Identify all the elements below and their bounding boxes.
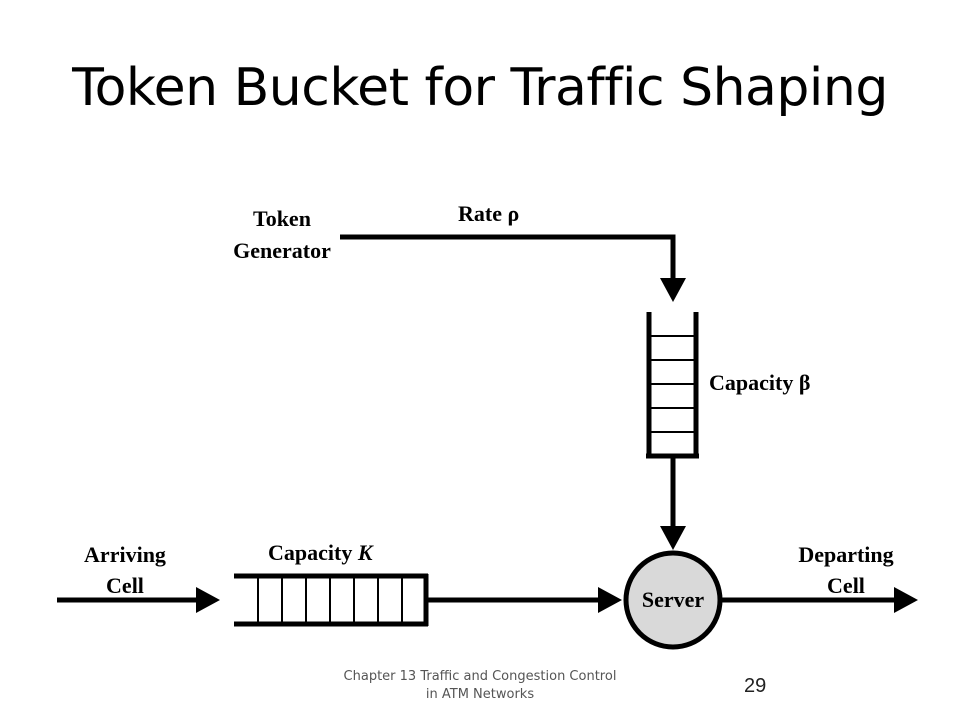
token-bucket <box>646 312 699 459</box>
queue-capacity-label: Capacity K <box>268 540 374 565</box>
token-flow-arrowhead <box>660 278 686 302</box>
slide-title: Token Bucket for Traffic Shaping <box>72 58 888 118</box>
token-generator-label-line2: Generator <box>233 238 331 263</box>
bucket-capacity-label: Capacity β <box>709 370 810 395</box>
queue-capacity-symbol: K <box>357 540 374 565</box>
token-flow-line <box>340 234 676 280</box>
cell-queue <box>234 573 429 627</box>
rate-label: Rate ρ <box>458 201 519 226</box>
page-number: 29 <box>744 675 767 697</box>
slide-footer: Chapter 13 Traffic and Congestion Contro… <box>330 668 630 704</box>
bucket-to-server-arrowhead <box>660 526 686 550</box>
queue-to-server-arrowhead <box>598 587 622 613</box>
departing-arrowhead <box>894 587 918 613</box>
queue-capacity-prefix: Capacity <box>268 540 358 565</box>
token-generator-label-line1: Token <box>253 206 311 231</box>
arriving-label-line1: Arriving <box>84 542 166 567</box>
departing-label-line2: Cell <box>827 573 865 598</box>
departing-label-line1: Departing <box>798 542 893 567</box>
arriving-arrowhead <box>196 587 220 613</box>
footer-line-2: in ATM Networks <box>425 687 535 702</box>
server-label: Server <box>642 587 705 612</box>
footer-line-1: Chapter 13 Traffic and Congestion Contro… <box>343 669 617 684</box>
arriving-label-line2: Cell <box>106 573 144 598</box>
